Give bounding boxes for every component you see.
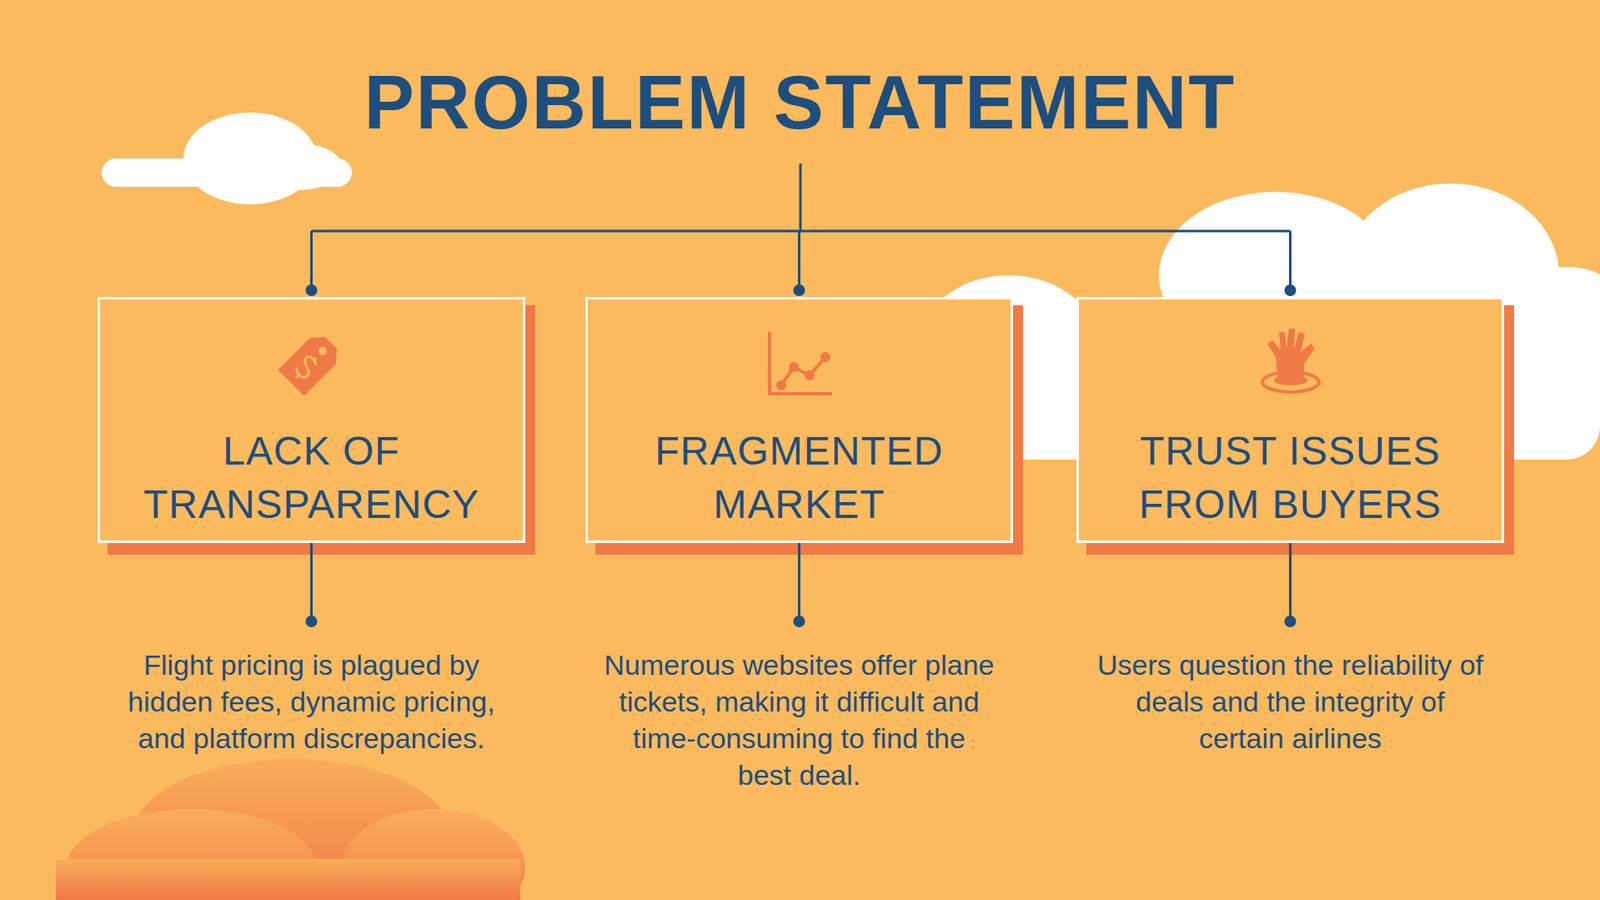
line-chart-icon: [769, 331, 833, 394]
box-heading: TRUST ISSUES FROM BUYERS: [1095, 424, 1485, 532]
connector-dot: [1284, 284, 1297, 296]
connector-dot: [305, 284, 318, 296]
title: PROBLEM STATEMENT: [0, 56, 1600, 149]
leader-line: [799, 163, 803, 231]
leader-line: [797, 542, 801, 622]
connector-dot: [1284, 615, 1297, 627]
sinking-hand-icon: [1262, 328, 1320, 392]
description-text: Flight pricing is plagued by hidden fees…: [115, 646, 508, 757]
leader-line: [311, 230, 1291, 233]
price-tag-icon: [277, 329, 344, 396]
connector-dot: [793, 615, 806, 627]
description-text: Users question the reliability of deals …: [1094, 646, 1487, 757]
leader-line: [310, 542, 313, 622]
cloud: [101, 112, 352, 205]
box-fill: [97, 296, 1505, 543]
connector-dot: [793, 284, 806, 296]
leader-line: [1289, 230, 1292, 291]
leader-line: [1289, 542, 1292, 622]
leader-line: [310, 230, 313, 291]
description-text: Numerous websites offer plane tickets, m…: [603, 646, 996, 793]
leader-line: [797, 230, 801, 291]
problem-box: FRAGMENTED MARKET: [585, 296, 1014, 543]
box-heading: FRAGMENTED MARKET: [604, 424, 994, 532]
problem-box: TRUST ISSUES FROM BUYERS: [1076, 296, 1505, 543]
box-heading: LACK OF TRANSPARENCY: [116, 424, 507, 532]
cloud: [55, 758, 526, 900]
problem-box: LACK OF TRANSPARENCY: [97, 296, 526, 543]
connector-dot: [305, 615, 318, 627]
